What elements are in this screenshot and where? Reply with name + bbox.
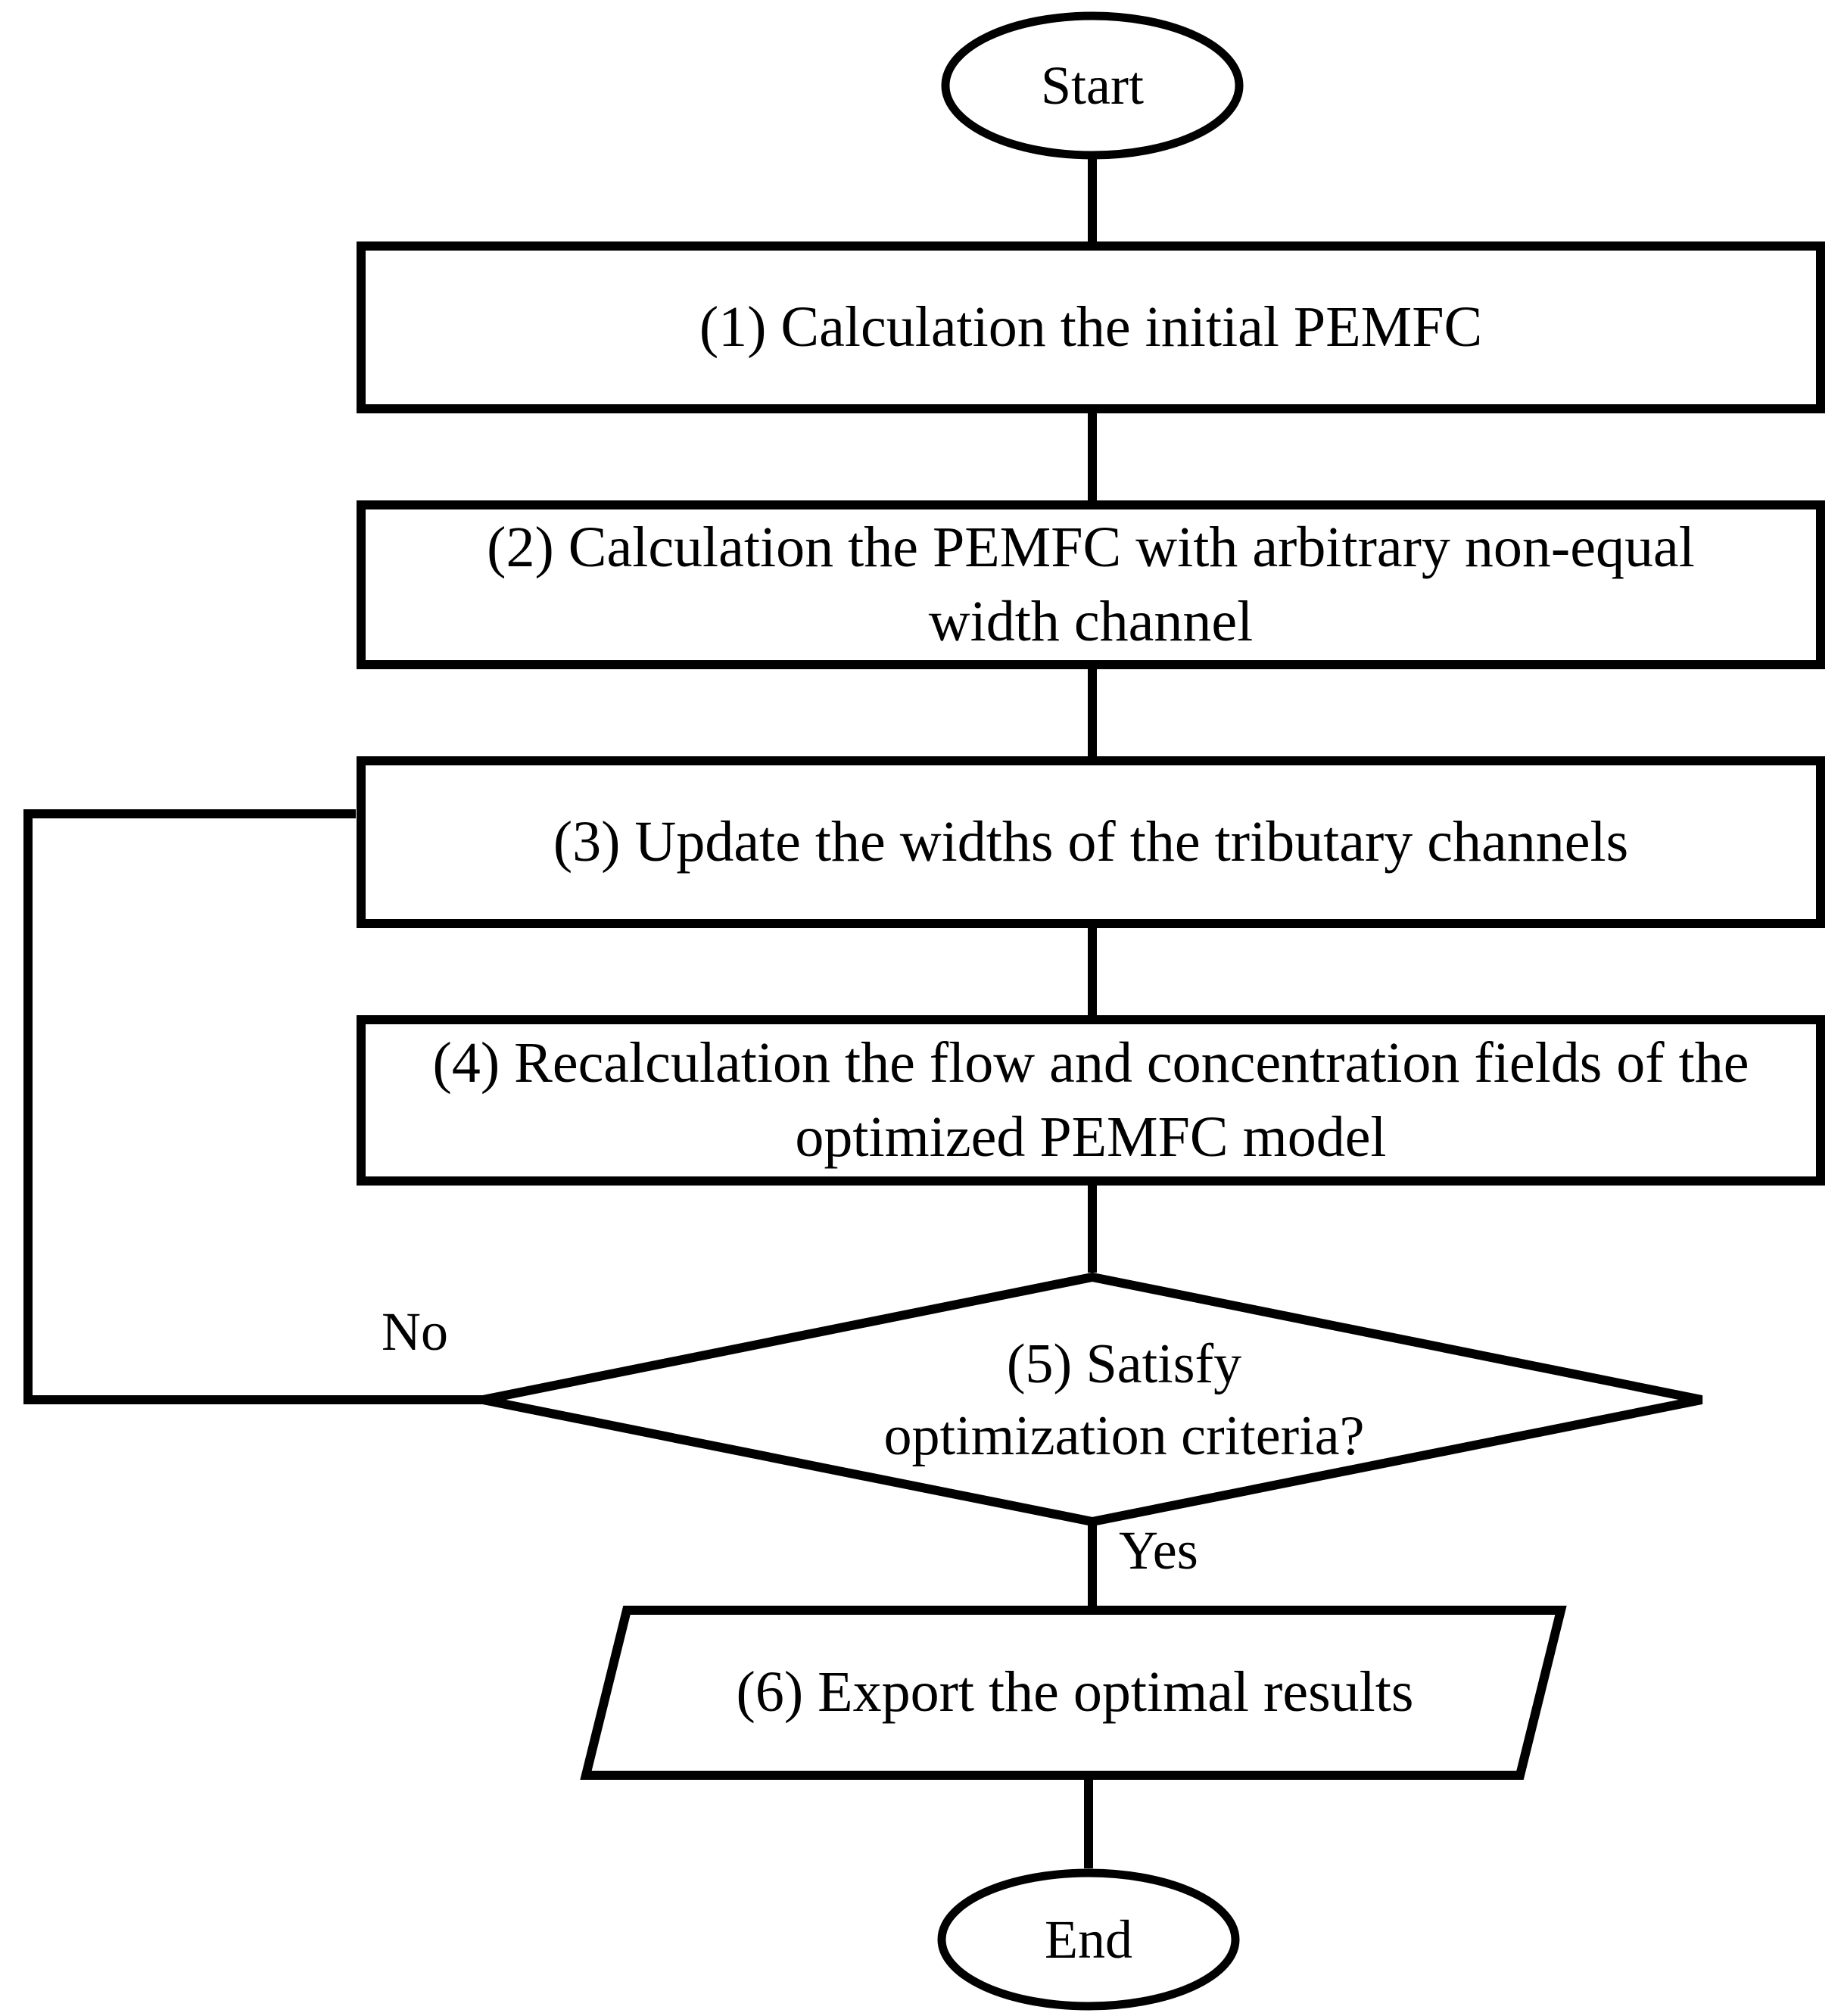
edge-step5-no-to-step3	[23, 809, 483, 1404]
step5-decision-node[interactable]	[483, 1277, 1702, 1522]
step6-io-node[interactable]	[586, 1610, 1561, 1775]
end-terminator-shape	[937, 1868, 1240, 2011]
end-terminator-node[interactable]	[942, 1873, 1235, 2006]
step3-process-node[interactable]	[361, 761, 1821, 924]
step3-process-shape	[357, 756, 1825, 928]
step2-process-shape	[357, 500, 1825, 669]
step1-process-shape	[357, 241, 1825, 413]
start-terminator-node[interactable]	[945, 16, 1239, 155]
step4-process-node[interactable]	[361, 1020, 1821, 1181]
step6-io-shape	[580, 1606, 1567, 1780]
step2-process-node[interactable]	[361, 505, 1821, 665]
step1-process-node[interactable]	[361, 246, 1821, 409]
